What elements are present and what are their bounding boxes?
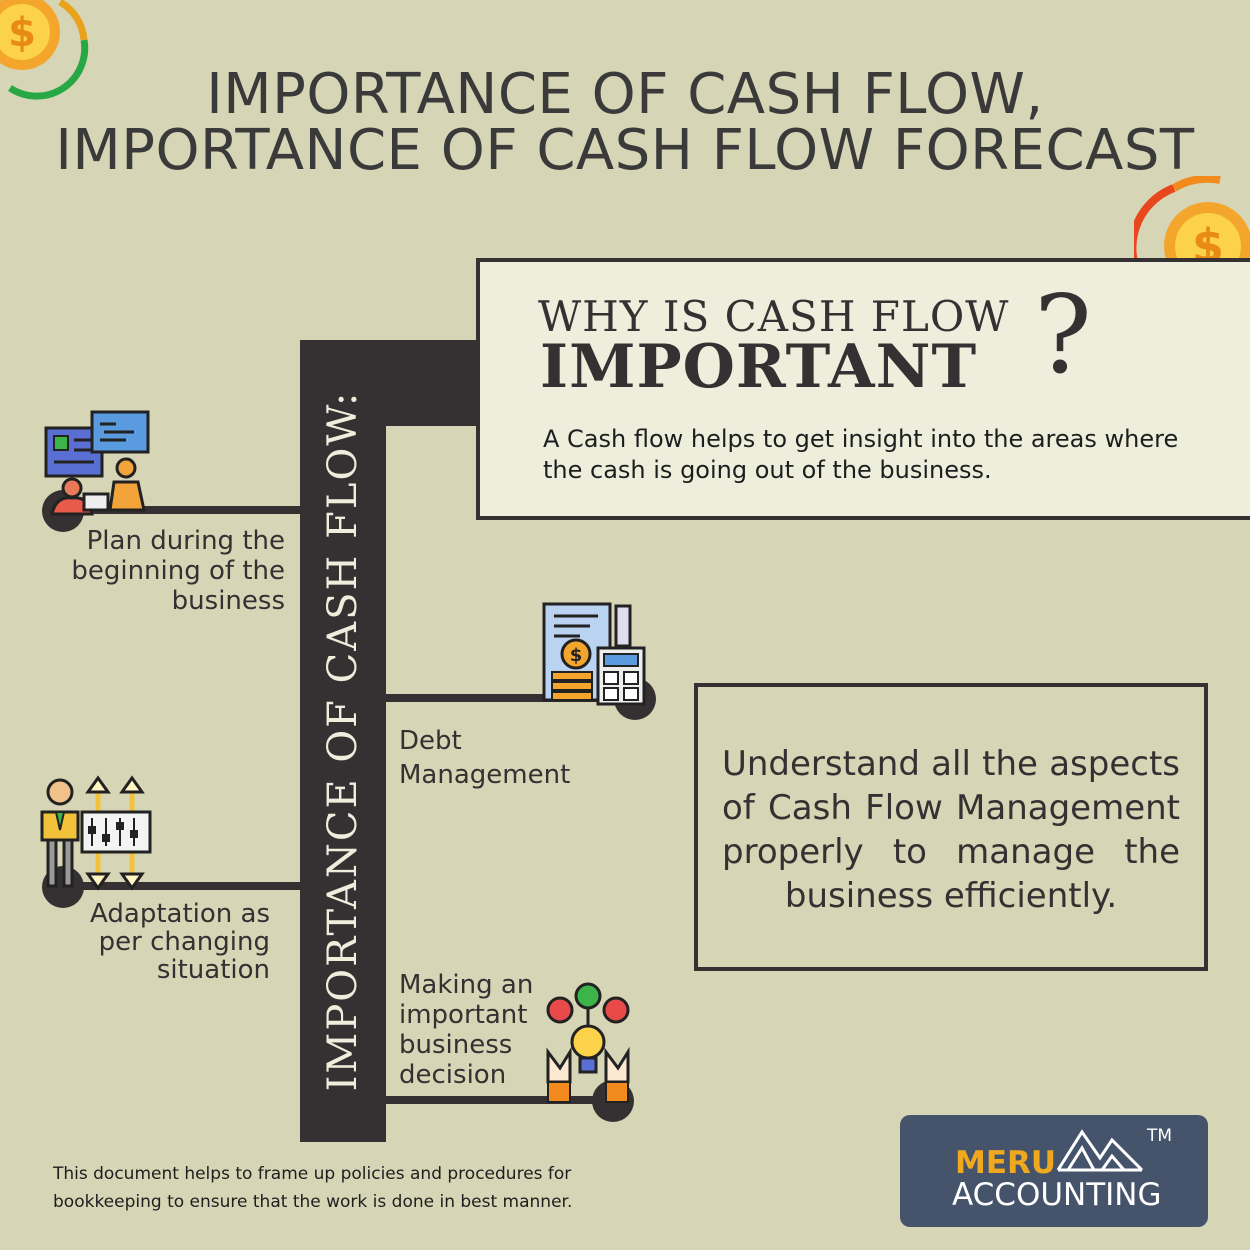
why-heading-sub: WHY IS CASH FLOW — [538, 292, 1010, 341]
dollar-coin-icon: $ — [0, 0, 89, 100]
planning-team-icon — [44, 410, 150, 516]
branch-line-decision — [384, 1096, 614, 1104]
point-adaptation: Adaptation as per changing situation — [90, 899, 270, 985]
why-important-box — [476, 258, 1250, 520]
finance-calculator-icon: $ — [542, 602, 646, 706]
why-heading-main: IMPORTANT — [540, 332, 978, 402]
branch-line-debt — [384, 694, 634, 702]
svg-text:$: $ — [8, 10, 36, 56]
footer-note: This document helps to frame up policies… — [53, 1164, 573, 1212]
meru-logo — [900, 1115, 1208, 1227]
branch-line-adaptation — [62, 882, 302, 890]
question-mark: ? — [1034, 273, 1092, 398]
svg-text:$: $ — [570, 645, 583, 666]
spine-connector — [386, 340, 478, 426]
spine-label-wrap: IMPORTANCE OF CASH FLOW: — [300, 340, 386, 1142]
understand-box — [694, 683, 1208, 971]
spine-bar — [300, 340, 386, 1142]
logo-subtitle: ACCOUNTING — [952, 1177, 1162, 1213]
point-debt: Debt Management — [399, 726, 571, 790]
decision-lightbulb-icon — [546, 982, 630, 1103]
page-title-line-2: IMPORTANCE OF CASH FLOW FORECAST — [55, 118, 1195, 183]
logo-trademark: TM — [1147, 1126, 1173, 1146]
why-description: A Cash flow helps to get insight into th… — [543, 425, 1179, 484]
point-plan: Plan during the beginning of the busines… — [71, 526, 285, 616]
page-title-line-1: IMPORTANCE OF CASH FLOW, — [206, 62, 1044, 127]
branch-line-plan — [62, 506, 302, 514]
understand-text: Understand all the aspects of Cash Flow … — [722, 744, 1180, 916]
point-decision: Making an important business decision — [399, 970, 534, 1090]
logo-name: MERU — [955, 1145, 1057, 1181]
adjustment-sliders-icon — [40, 775, 152, 891]
mountain-logo-icon — [1056, 1129, 1144, 1172]
spine-label: IMPORTANCE OF CASH FLOW: — [320, 390, 366, 1092]
